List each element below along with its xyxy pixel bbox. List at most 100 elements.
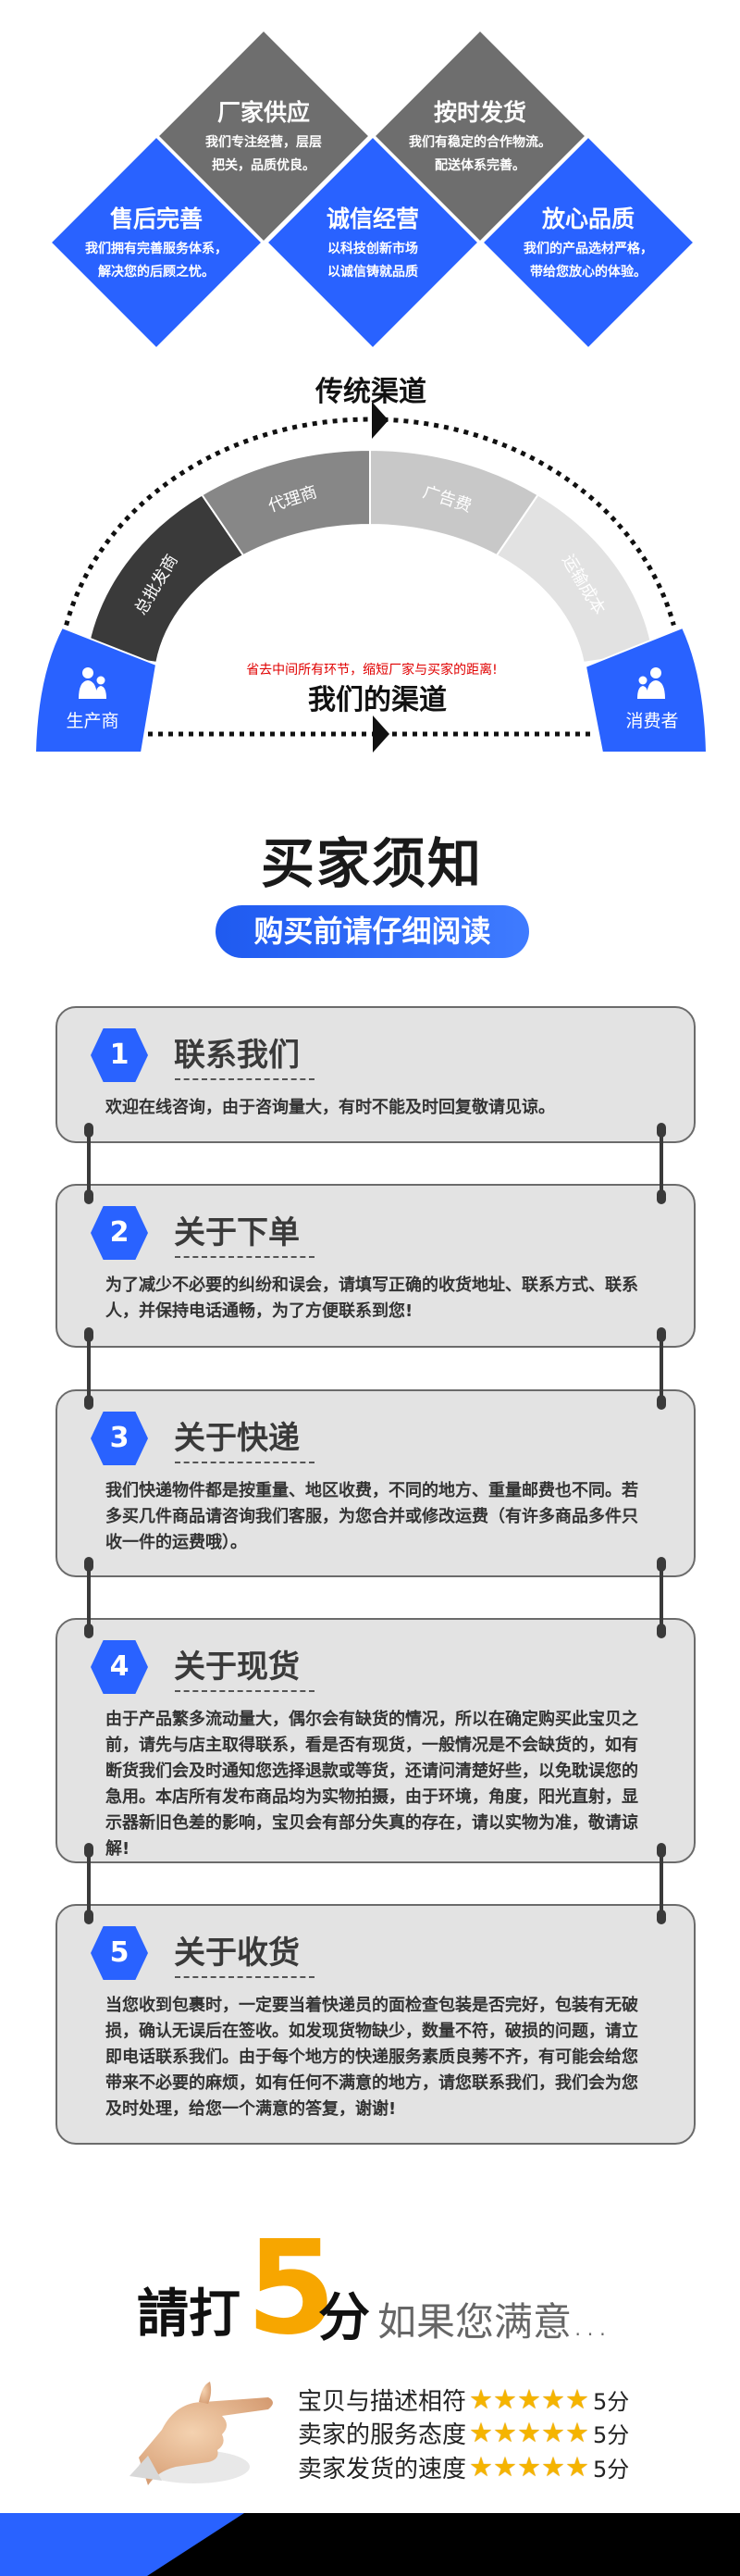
- rating-headline-please: 請打: [137, 2284, 240, 2345]
- step-number-badge: 3: [91, 1412, 148, 1465]
- feature-desc: 配送体系完善。: [435, 158, 525, 173]
- notice-title: 买家须知: [260, 832, 484, 895]
- star-icon: ★: [541, 2417, 565, 2448]
- star-icon: ★: [565, 2451, 589, 2483]
- notice-card-title: 关于快递: [174, 1420, 300, 1457]
- notice-card-body: 欢迎在线咨询，由于咨询量大，有时不能及时回复敬请见谅。: [105, 1098, 555, 1117]
- notice-card-body: 为了减少不必要的纠纷和误会，请填写正确的收货地址、联系方式、联系人，并保持电话通…: [105, 1276, 638, 1321]
- rating-row: 宝贝与描述相符 ★★★★★ 5分: [298, 2383, 630, 2416]
- feature-desc: 以科技创新市场: [327, 242, 418, 256]
- rating-headline-number: 5: [246, 2213, 336, 2364]
- star-icon: ★: [517, 2417, 541, 2448]
- feature-factory-supply: 厂家供应 我们专注经营，层层把关，品质优良。: [162, 99, 365, 178]
- feature-title: 售后完善: [109, 205, 203, 232]
- feature-desc: 以诚信铸就品质: [327, 265, 418, 280]
- feature-desc: 我们有稳定的合作物流。: [409, 135, 551, 150]
- rating-headline-score: 分: [318, 2288, 370, 2348]
- traditional-dotted-arc: [64, 417, 676, 627]
- star-icon: ★: [517, 2383, 541, 2415]
- notice-card: 2 关于下单 为了减少不必要的纠纷和误会，请填写正确的收货地址、联系方式、联系人…: [56, 1184, 696, 1348]
- pointing-hand-icon: [130, 2382, 273, 2485]
- feature-diamonds: [47, 27, 697, 352]
- diamond-integrity: [264, 133, 482, 352]
- star-icon: ★: [565, 2417, 589, 2448]
- connector-rod: [660, 1850, 663, 1917]
- step-number-badge: 4: [91, 1640, 148, 1694]
- notice-subtitle-pill: 购买前请仔细阅读: [216, 905, 529, 958]
- feature-desc: 把关，品质优良。: [212, 158, 315, 173]
- rating-score: 5分: [593, 2456, 630, 2483]
- traditional-arrow-icon: [372, 402, 388, 439]
- feature-on-time-delivery: 按时发货 我们有稳定的合作物流。配送体系完善。: [378, 99, 582, 178]
- producer-people-icon: [79, 667, 106, 699]
- connector-rod: [87, 1850, 91, 1917]
- connector-dot: [657, 1189, 666, 1204]
- traditional-channel-title: 传统渠道: [315, 376, 426, 408]
- connector-dot: [84, 1395, 93, 1410]
- feature-title: 按时发货: [433, 99, 526, 126]
- notice-card-title: 关于收货: [174, 1935, 300, 1972]
- title-dashed-divider: [175, 1078, 314, 1080]
- feature-title: 放心品质: [541, 205, 635, 232]
- star-icon: ★: [469, 2451, 493, 2483]
- connector-dot: [657, 1910, 666, 1924]
- connector-rod: [660, 1130, 663, 1197]
- channel-slogan: 省去中间所有环节，缩短厂家与买家的距离!: [246, 663, 498, 678]
- rating-score: 5分: [593, 2421, 630, 2448]
- feature-desc: 带给您放心的体验。: [530, 265, 647, 280]
- notice-card: 1 联系我们 欢迎在线咨询，由于咨询量大，有时不能及时回复敬请见谅。: [56, 1006, 696, 1143]
- notice-card: 4 关于现货 由于产品繁多流动量大，偶尔会有缺货的情况，所以在确定购买此宝贝之前…: [56, 1618, 696, 1863]
- consumer-people-icon: [637, 667, 665, 699]
- notice-card-title: 关于下单: [174, 1214, 300, 1251]
- feature-quality: 放心品质 我们的产品选材严格， 带给您放心的体验。: [487, 205, 690, 284]
- consumer-label: 消费者: [625, 711, 679, 731]
- star-icon: ★: [565, 2383, 589, 2415]
- notice-card-body: 当您收到包裹时，一定要当着快递员的面检查包装是否完好，包装有无破损，确认无误后在…: [105, 1996, 638, 2119]
- rating-label: 宝贝与描述相符: [298, 2387, 467, 2416]
- feature-integrity: 诚信经营 以科技创新市场以诚信铸就品质: [271, 205, 475, 284]
- notice-card: 3 关于快递 我们快递物件都是按重量、地区收费，不同的地方、重量邮费也不同。若多…: [56, 1389, 696, 1577]
- star-icon: ★: [469, 2417, 493, 2448]
- notice-card-body: 我们快递物件都是按重量、地区收费，不同的地方、重量邮费也不同。若多买几件商品请咨…: [105, 1481, 638, 1552]
- connector-rod: [87, 1335, 91, 1402]
- feature-after-sales: 售后完善 我们拥有完善服务体系， 解决您的后顾之忧。: [55, 205, 258, 284]
- connector-dot: [84, 1624, 93, 1638]
- connector-rod: [87, 1564, 91, 1631]
- star-icon: ★: [493, 2383, 517, 2415]
- feature-desc: 我们的产品选材严格，: [524, 242, 653, 256]
- connector-rod: [660, 1564, 663, 1631]
- star-icon: ★: [493, 2451, 517, 2483]
- notice-card-title: 关于现货: [174, 1649, 300, 1686]
- connector-rod: [87, 1130, 91, 1197]
- connector-dot: [84, 1910, 93, 1924]
- feature-title: 厂家供应: [216, 99, 310, 126]
- star-icon: ★: [469, 2383, 493, 2415]
- our-channel-title: 我们的渠道: [308, 684, 447, 716]
- title-dashed-divider: [175, 1462, 314, 1463]
- rating-label: 卖家发货的速度: [298, 2455, 467, 2483]
- rating-label: 卖家的服务态度: [298, 2420, 467, 2449]
- connector-dot: [84, 1189, 93, 1204]
- feature-desc: 解决您的后顾之忧。: [98, 265, 215, 280]
- connector-dot: [657, 1395, 666, 1410]
- notice-card: 5 关于收货 当您收到包裹时，一定要当着快递员的面检查包装是否完好，包装有无破损…: [56, 1904, 696, 2145]
- diamond-after-sales: [47, 133, 265, 352]
- footer-band: [0, 2513, 740, 2576]
- step-number-badge: 5: [91, 1926, 148, 1980]
- rating-score: 5分: [593, 2388, 630, 2415]
- rating-row: 卖家的服务态度 ★★★★★ 5分: [298, 2417, 630, 2449]
- rating-row: 卖家发货的速度 ★★★★★ 5分: [298, 2451, 629, 2483]
- our-channel-arrow-icon: [373, 716, 389, 753]
- step-number-badge: 2: [91, 1206, 148, 1260]
- diamond-quality: [479, 133, 697, 352]
- connector-dot: [657, 1624, 666, 1638]
- notice-card-body: 由于产品繁多流动量大，偶尔会有缺货的情况，所以在确定购买此宝贝之前，请先与店主取…: [105, 1710, 638, 1859]
- step-number-badge: 1: [91, 1028, 148, 1082]
- star-icon: ★: [493, 2417, 517, 2448]
- star-icon: ★: [541, 2383, 565, 2415]
- producer-label: 生产商: [66, 711, 119, 731]
- star-icon: ★: [517, 2451, 541, 2483]
- feature-desc: 我们拥有完善服务体系，: [85, 242, 228, 256]
- footer-blue: [0, 2513, 244, 2576]
